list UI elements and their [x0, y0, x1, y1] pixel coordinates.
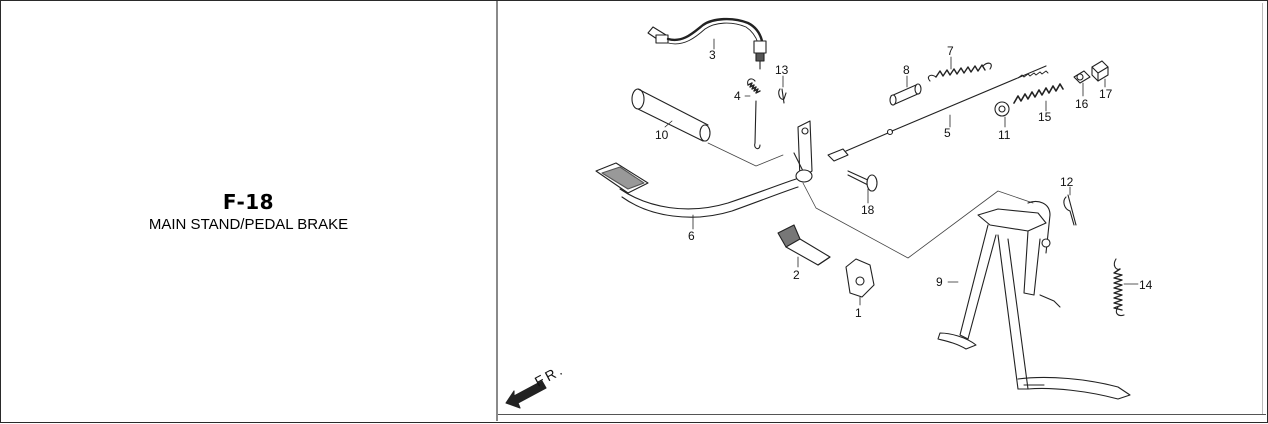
part-13-pin	[778, 88, 787, 104]
section-title: MAIN STAND/PEDAL BRAKE	[148, 216, 349, 233]
part-11-washer	[994, 101, 1010, 117]
part-1-stopper-plate	[845, 258, 875, 298]
title-block: F-18 MAIN STAND/PEDAL BRAKE	[1, 191, 496, 235]
section-code: F-18	[222, 190, 275, 214]
callout-15: 15	[1038, 110, 1052, 124]
parts-diagram: 1 2 3 4 5 6 7 8 9 10 11 12 13 14 15 16 1…	[498, 3, 1265, 419]
part-12-cotter-pin	[1063, 194, 1077, 226]
right-rule	[1262, 3, 1263, 414]
part-9-main-stand	[937, 200, 1131, 400]
part-6-brake-pedal	[595, 120, 813, 218]
bottom-rule	[498, 414, 1266, 415]
front-direction-label: FR.	[532, 361, 567, 390]
exploded-view-svg: 1 2 3 4 5 6 7 8 9 10 11 12 13 14 15 16 1…	[505, 17, 1153, 409]
part-10-pivot-shaft	[631, 88, 711, 142]
callout-16: 16	[1075, 97, 1089, 111]
callout-9: 9	[936, 275, 943, 289]
part-2-stopper-rubber	[777, 224, 831, 266]
part-4-return-spring	[747, 78, 761, 150]
callout-4: 4	[734, 89, 741, 103]
callout-17: 17	[1099, 87, 1113, 101]
part-17-adjusting-nut	[1091, 60, 1109, 82]
callout-numbers: 1 2 3 4 5 6 7 8 9 10 11 12 13 14 15 16 1…	[532, 44, 1153, 390]
callout-7: 7	[947, 44, 954, 58]
part-16-joint	[1073, 70, 1091, 84]
part-8-sleeve	[889, 83, 922, 106]
front-direction-arrow	[505, 380, 547, 409]
part-14-stand-spring	[1113, 258, 1125, 317]
callout-10: 10	[655, 128, 669, 142]
part-3-stop-switch	[647, 17, 767, 70]
callout-1: 1	[855, 306, 862, 320]
callout-8: 8	[903, 63, 910, 77]
part-15-spring	[1013, 83, 1064, 104]
part-5-brake-rod	[827, 65, 1049, 162]
callout-6: 6	[688, 229, 695, 243]
callout-5: 5	[944, 126, 951, 140]
callout-18: 18	[861, 203, 875, 217]
panel-divider	[496, 1, 498, 421]
callout-11: 11	[998, 128, 1011, 142]
title-panel: F-18 MAIN STAND/PEDAL BRAKE	[1, 1, 496, 421]
callout-12: 12	[1060, 175, 1074, 189]
part-18-pin-bolt	[847, 170, 878, 192]
callout-2: 2	[793, 268, 800, 282]
part-7-spring	[927, 62, 992, 82]
callout-leaders	[664, 38, 1139, 306]
callout-13: 13	[775, 63, 789, 77]
callout-3: 3	[709, 48, 716, 62]
callout-14: 14	[1139, 278, 1153, 292]
